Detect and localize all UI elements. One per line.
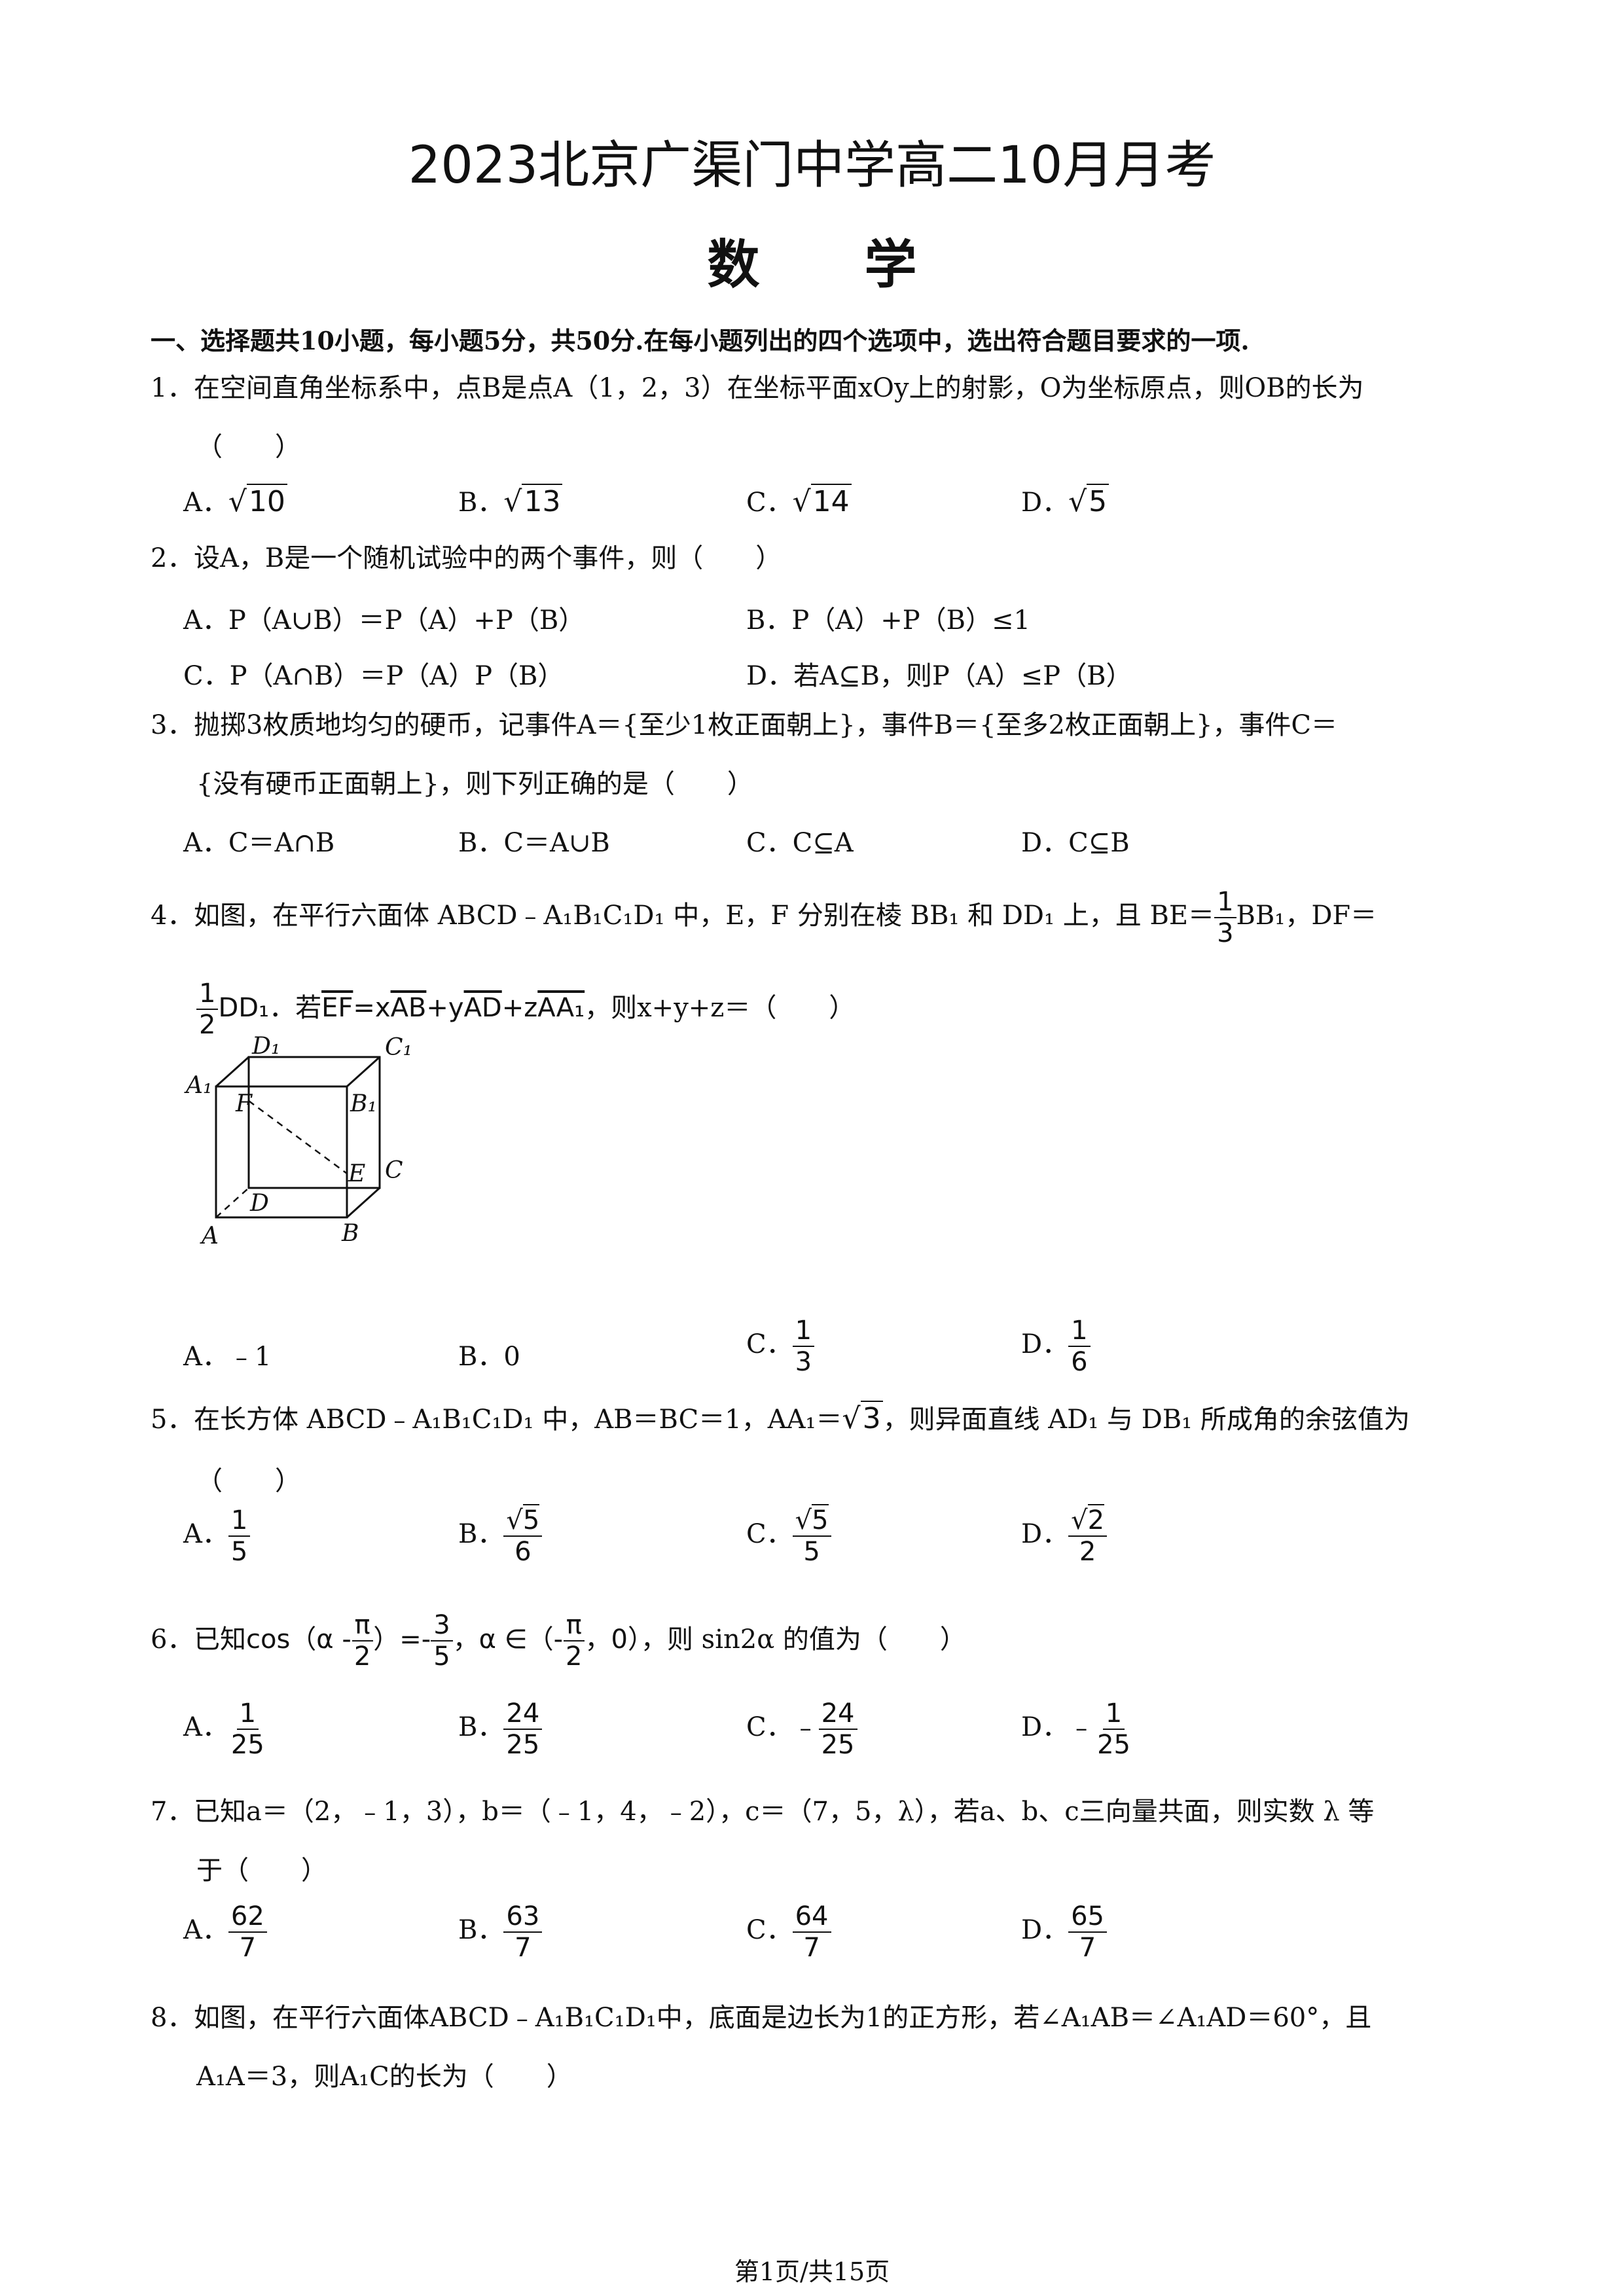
question-8-cont: A₁A＝3，则A₁C的长为（ ） [196,2062,573,2092]
question-text: 在空间直角坐标系中，点B是点A（1，2，3）在坐标平面xOy上的射影，O为坐标原… [194,373,1364,403]
label-b1: B₁ [350,1090,377,1117]
question-8: 8．如图，在平行六面体ABCD﹣A₁B₁C₁D₁中，底面是边长为1的正方形，若∠… [151,2003,1372,2033]
question-3: 3．抛掷3枚质地均匀的硬币，记事件A＝{至少1枚正面朝上}，事件B＝{至多2枚正… [151,710,1338,740]
option-a: A．﹣1 [183,1342,272,1372]
label-c: C [385,1157,403,1184]
question-4: 4．如图，在平行六面体 ABCD﹣A₁B₁C₁D₁ 中，E，F 分别在棱 BB₁… [151,887,1377,948]
question-text: 抛掷3枚质地均匀的硬币，记事件A＝{至少1枚正面朝上}，事件B＝{至多2枚正面朝… [194,710,1338,740]
question-5: 5．在长方体 ABCD﹣A₁B₁C₁D₁ 中，AB＝BC＝1，AA₁＝√3，则异… [151,1401,1410,1435]
parallelepiped-figure: D₁ C₁ A₁ B₁ F E C D A B [184,1033,412,1249]
label-e: E [348,1160,365,1187]
option-c: C．C⊆A [746,828,854,858]
page-footer: 第1页/共15页 [734,2257,890,2286]
label-c1: C₁ [385,1034,412,1061]
question-number: 1． [151,373,194,403]
question-3-cont: {没有硬币正面朝上}，则下列正确的是（ ） [196,769,753,799]
label-b: B [341,1220,359,1247]
option-c: C．P（A∩B）＝P（A）P（B） [183,661,564,691]
option-b: B．P（A）+P（B）≤1 [746,605,1030,636]
option-a: A．C＝A∩B [183,828,335,858]
label-f: F [235,1090,253,1117]
question-1-bracket: （ ） [196,432,301,462]
page-title: 2023北京广渠门中学高二10月月考 [408,136,1216,195]
option-a: A．P（A∪B）＝P（A）+P（B） [183,605,585,636]
option-d: D．C⊆B [1021,828,1130,858]
label-a1: A₁ [184,1072,212,1099]
question-text: 设A，B是一个随机试验中的两个事件，则（ ） [194,543,782,573]
question-7-cont: 于（ ） [196,1856,327,1886]
label-d1: D₁ [251,1033,280,1060]
question-1: 1．在空间直角坐标系中，点B是点A（1，2，3）在坐标平面xOy上的射影，O为坐… [151,370,1364,406]
question-2: 2．设A，B是一个随机试验中的两个事件，则（ ） [151,543,782,573]
option-d: D．若A⊆B，则P（A）≤P（B） [746,661,1132,691]
question-7: 7．已知a＝（2，﹣1，3），b＝（﹣1，4，﹣2），c＝（7，5，λ），若a、… [151,1797,1375,1827]
option-b: B．√13 [458,481,563,519]
option-b: B．C＝A∪B [458,828,610,858]
question-text: 已知a＝（2，﹣1，3），b＝（﹣1，4，﹣2），c＝（7，5，λ），若a、b、… [194,1797,1375,1827]
question-5-bracket: （ ） [196,1466,301,1496]
option-d: D．√5 [1021,481,1110,519]
section-heading: 一、选择题共10小题，每小题5分，共50分.在每小题列出的四个选项中，选出符合题… [151,326,1250,355]
question-text: 如图，在平行六面体ABCD﹣A₁B₁C₁D₁中，底面是边长为1的正方形，若∠A₁… [194,2003,1372,2033]
subject-heading: 数 学 [707,234,917,295]
label-d: D [249,1190,269,1217]
label-a: A [200,1223,219,1249]
option-a: A．√10 [183,481,287,519]
option-b: B．0 [458,1342,520,1372]
option-c: C．√14 [746,481,852,519]
